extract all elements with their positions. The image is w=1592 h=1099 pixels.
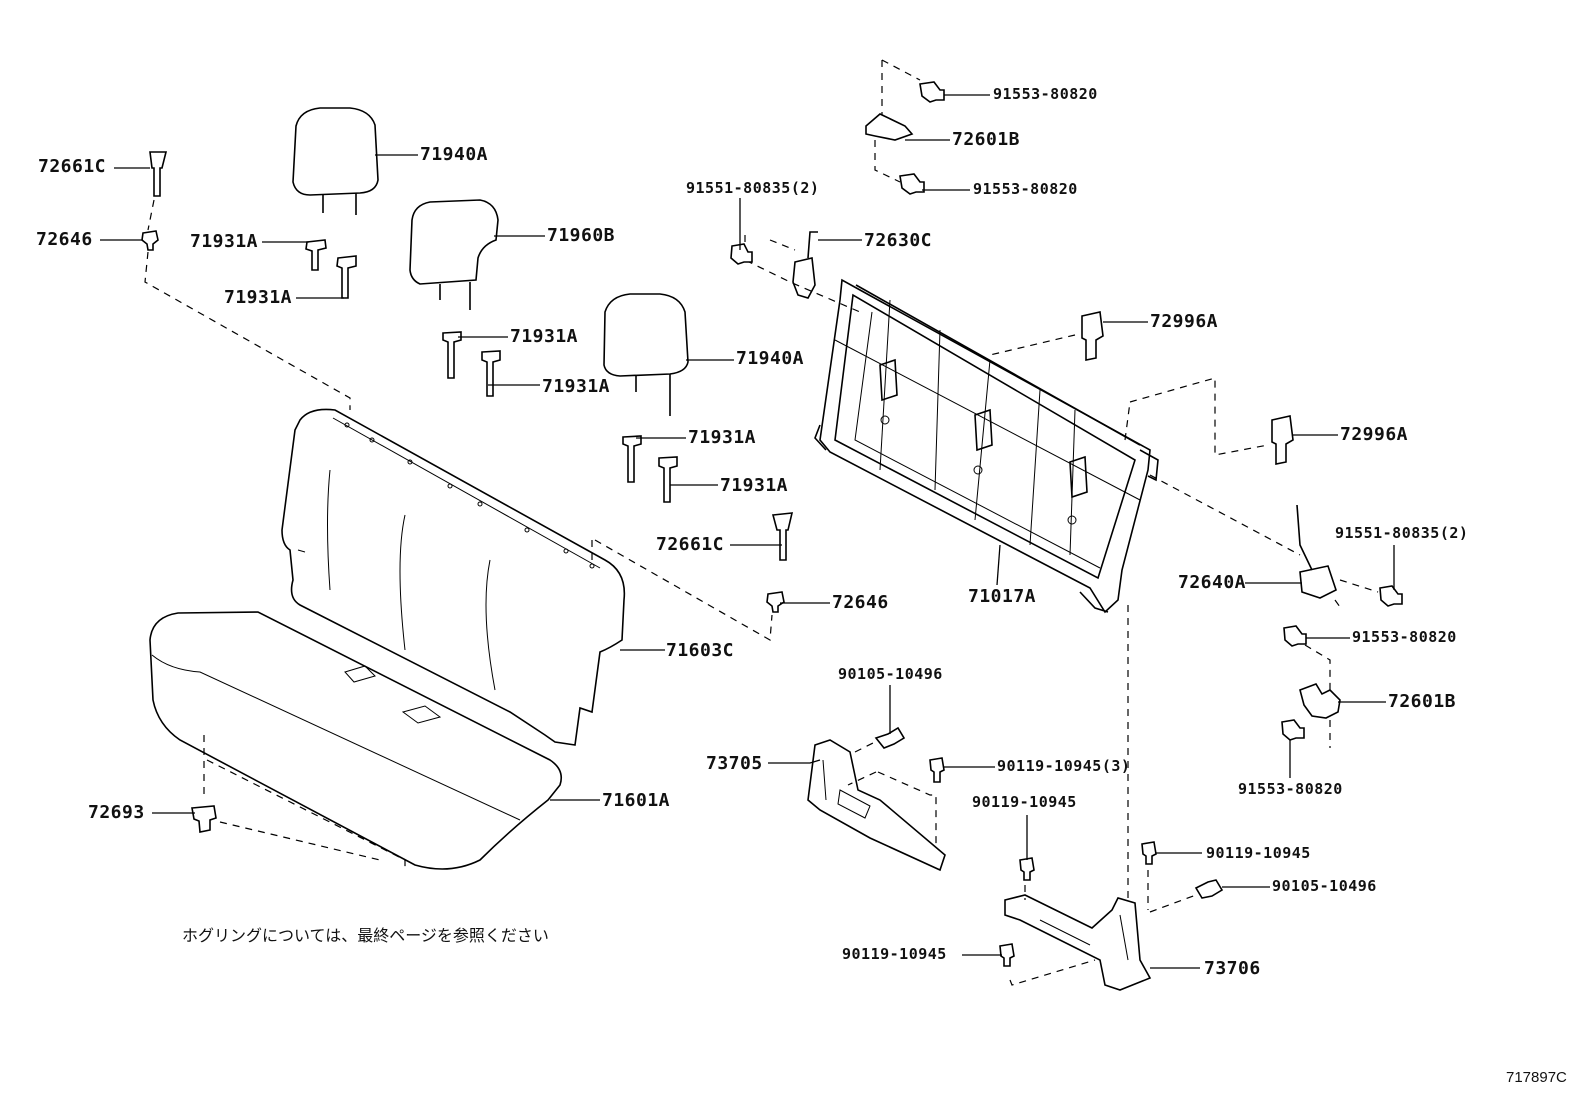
headrest-71960b [409, 199, 499, 310]
pin-72661c-left [141, 151, 168, 251]
bolt-90119-10945-b [1141, 841, 1157, 865]
part-label-91553-80820-d[interactable]: 91553-80820 [1238, 780, 1343, 798]
pin-72661c-mid [766, 512, 794, 613]
part-label-72646-mid[interactable]: 72646 [832, 592, 889, 613]
part-label-72693[interactable]: 72693 [88, 802, 145, 823]
part-label-91553-80820-a[interactable]: 91553-80820 [993, 85, 1098, 103]
headrest-support-71931a [305, 239, 678, 503]
bolt-91551-80835-right [1379, 585, 1403, 607]
part-label-72601b-bottom[interactable]: 72601B [1388, 691, 1457, 712]
part-label-90119-10945-b[interactable]: 90119-10945 [1206, 844, 1311, 862]
part-label-90119-10945-a[interactable]: 90119-10945 [972, 793, 1077, 811]
part-label-71940a-mid[interactable]: 71940A [736, 348, 805, 369]
leader-lines [100, 94, 1395, 969]
part-label-90119-10945-3[interactable]: 90119-10945(3) [997, 757, 1131, 775]
seat-cushion-71601a [149, 611, 563, 870]
headrest-71940a-right [603, 293, 689, 416]
part-label-91551-80835-left[interactable]: 91551-80835(2) [686, 179, 820, 197]
part-label-71603c[interactable]: 71603C [666, 640, 735, 661]
part-label-72640a[interactable]: 72640A [1178, 572, 1247, 593]
seat-back-71603c [281, 408, 626, 746]
bracket-72640a [1296, 504, 1337, 599]
bolt-90119-10945-3 [929, 757, 945, 783]
part-label-90119-10945-c[interactable]: 90119-10945 [842, 945, 947, 963]
part-label-72996a-2[interactable]: 72996A [1340, 424, 1409, 445]
bracket-73706 [1004, 894, 1152, 991]
part-label-72996a-1[interactable]: 72996A [1150, 311, 1219, 332]
hog-ring-note: ホグリングについては、最終ページを参照ください [182, 926, 549, 945]
part-label-71931a-1[interactable]: 71931A [190, 231, 259, 252]
bolt-90105-10496-left [874, 726, 906, 749]
part-label-72646-left[interactable]: 72646 [36, 229, 93, 250]
part-label-91553-80820-b[interactable]: 91553-80820 [973, 180, 1078, 198]
part-label-73706[interactable]: 73706 [1204, 958, 1261, 979]
bolt-90105-10496-right [1194, 879, 1224, 899]
part-label-71931a-5[interactable]: 71931A [688, 427, 757, 448]
part-label-71931a-4[interactable]: 71931A [542, 376, 611, 397]
hinge-72601b-top [865, 81, 945, 195]
clip-72693 [191, 805, 217, 833]
part-label-72661c-left[interactable]: 72661C [38, 156, 107, 177]
clip-72996a-upper [1081, 311, 1104, 361]
part-label-71940a-top[interactable]: 71940A [420, 144, 489, 165]
headrest-71940a-left [292, 107, 379, 215]
bracket-72630c [792, 231, 818, 299]
part-label-71960b[interactable]: 71960B [547, 225, 616, 246]
part-label-71931a-3[interactable]: 71931A [510, 326, 579, 347]
part-label-71601a[interactable]: 71601A [602, 790, 671, 811]
hinge-72601b-bottom [1281, 625, 1341, 741]
part-label-90105-10496-a[interactable]: 90105-10496 [838, 665, 943, 683]
part-label-72601b-top[interactable]: 72601B [952, 129, 1021, 150]
bracket-73705 [807, 739, 946, 872]
diagram-number: 717897C [1506, 1069, 1567, 1086]
part-label-90105-10496-b[interactable]: 90105-10496 [1272, 877, 1377, 895]
part-label-71931a-2[interactable]: 71931A [224, 287, 293, 308]
clip-72996a-lower [1271, 415, 1294, 465]
seatback-frame-71017a [814, 278, 1159, 614]
part-label-91551-80835-right[interactable]: 91551-80835(2) [1335, 524, 1469, 542]
bolt-91551-80835-left [730, 243, 753, 265]
bolt-90119-10945-a [1019, 857, 1035, 881]
part-label-73705[interactable]: 73705 [706, 753, 763, 774]
part-label-72630c[interactable]: 72630C [864, 230, 933, 251]
part-label-72661c-mid[interactable]: 72661C [656, 534, 725, 555]
bolt-90119-10945-c [999, 943, 1015, 967]
part-label-71017a[interactable]: 71017A [968, 586, 1037, 607]
part-label-71931a-6[interactable]: 71931A [720, 475, 789, 496]
part-label-91553-80820-c[interactable]: 91553-80820 [1352, 628, 1457, 646]
